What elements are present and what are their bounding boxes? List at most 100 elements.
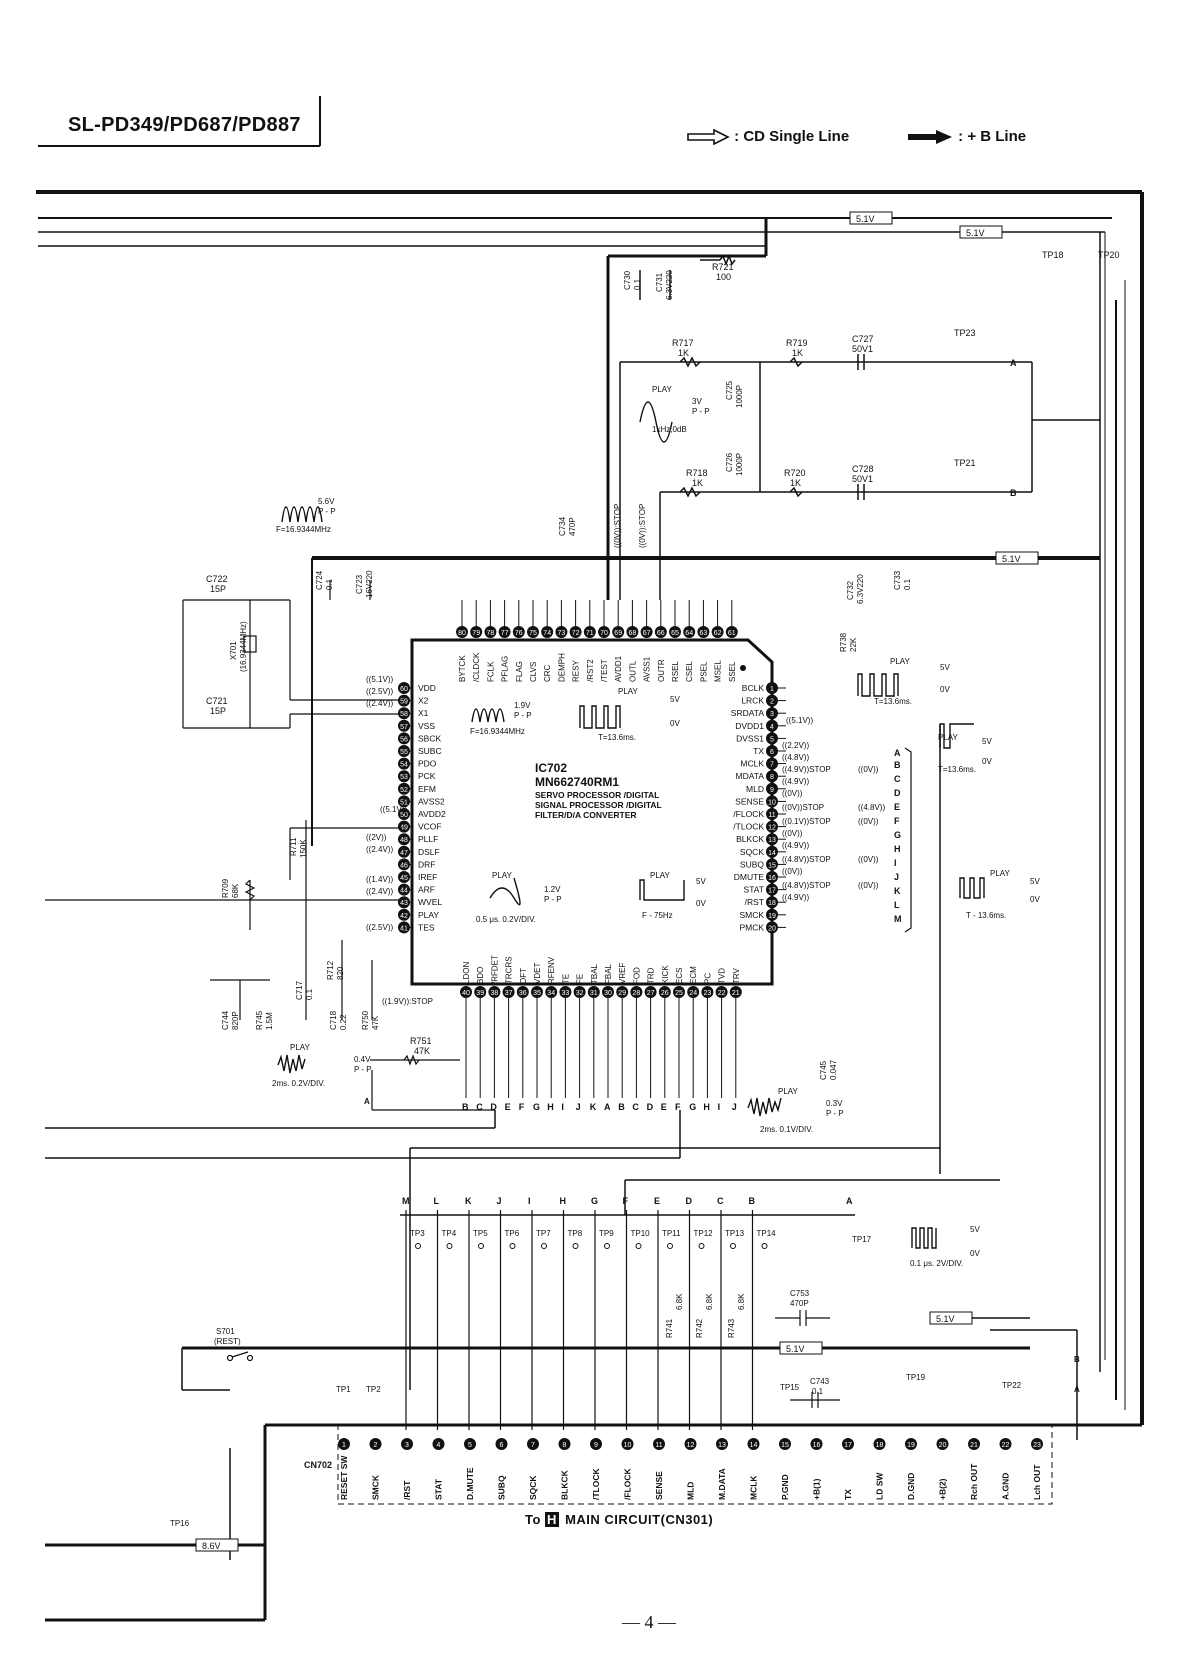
svg-text:((0V))STOP: ((0V))STOP bbox=[782, 803, 824, 812]
right-voltage-tags: ((5.1V)) ((2.2V)) ((4.8V)) ((4.9V))STOP … bbox=[782, 716, 885, 902]
svg-text:SERVO PROCESSOR /DIGITAL: SERVO PROCESSOR /DIGITAL bbox=[535, 790, 659, 800]
left-pin-label: EFM bbox=[418, 784, 436, 794]
svg-text:C726: C726 bbox=[725, 452, 734, 472]
svg-text:FILTER/D/A CONVERTER: FILTER/D/A CONVERTER bbox=[535, 810, 637, 820]
left-pin-label: SUBC bbox=[418, 746, 442, 756]
bottom-pin-number: 40 bbox=[462, 990, 470, 997]
svg-text:((4.9V)): ((4.9V)) bbox=[782, 893, 809, 902]
left-pin-marker bbox=[398, 694, 410, 707]
svg-text:5.1V: 5.1V bbox=[936, 1314, 955, 1324]
mid-bus-letter: D bbox=[686, 1196, 693, 1206]
solid-arrow-icon bbox=[908, 130, 952, 145]
svg-text:TP16: TP16 bbox=[170, 1519, 190, 1528]
cn-pin-label: /RST bbox=[402, 1480, 412, 1500]
bottom-pin-marker bbox=[644, 986, 657, 998]
top-pin-marker bbox=[725, 626, 738, 638]
right-pin-label: PMCK bbox=[739, 922, 764, 932]
svg-text:5V: 5V bbox=[970, 1225, 980, 1234]
top-pin-marker bbox=[512, 626, 525, 638]
lower-labels: C753 470P TP15 C743 0.1 TP19 TP22 S701 (… bbox=[170, 1097, 1080, 1528]
cn-pin-label: SQCK bbox=[528, 1475, 538, 1500]
bottom-pin-marker bbox=[602, 986, 614, 998]
svg-text:((4.8V)): ((4.8V)) bbox=[858, 803, 885, 812]
svg-text:470P: 470P bbox=[568, 517, 577, 536]
left-pin-number: 55 bbox=[400, 749, 408, 756]
svg-text:P - P: P - P bbox=[318, 507, 336, 516]
svg-text:PLAY: PLAY bbox=[890, 657, 911, 666]
left-pin-marker bbox=[398, 719, 410, 732]
svg-text:100: 100 bbox=[716, 272, 731, 282]
svg-text:((4.9V)): ((4.9V)) bbox=[782, 777, 809, 786]
cn-pin-label: MLD bbox=[686, 1482, 696, 1500]
svg-text:TP19: TP19 bbox=[906, 1373, 926, 1382]
bottom-pin-number: 32 bbox=[576, 990, 584, 997]
cn-pin-marker bbox=[653, 1438, 665, 1450]
right-pin-marker bbox=[766, 908, 778, 921]
svg-text:C718: C718 bbox=[329, 1010, 338, 1030]
cn-pin-number: 2 bbox=[374, 1442, 378, 1449]
svg-text:((0V)): ((0V)) bbox=[858, 765, 879, 774]
left-pin-number: 60 bbox=[400, 686, 408, 693]
right-pin-marker bbox=[766, 921, 778, 934]
testpoint-marker bbox=[604, 1243, 610, 1249]
svg-text:((4.8V)): ((4.8V)) bbox=[782, 753, 809, 762]
testpoint-marker bbox=[572, 1243, 579, 1249]
cn-pin-label: D.GND bbox=[906, 1473, 916, 1500]
mid-bus-letter: G bbox=[591, 1196, 598, 1206]
cn-pin-label: SUBQ bbox=[497, 1475, 507, 1500]
svg-text:C753: C753 bbox=[790, 1289, 810, 1298]
right-pin-label: TX bbox=[753, 746, 764, 756]
cn-pin-number: 18 bbox=[876, 1442, 884, 1449]
mid-bus-letter: A bbox=[846, 1196, 853, 1206]
right-pin-number: 6 bbox=[770, 749, 774, 756]
cn-pin-number: 5 bbox=[468, 1442, 472, 1449]
right-pin-marker bbox=[766, 719, 778, 732]
waveforms bbox=[277, 401, 985, 1249]
top-pin-label: AVDD1 bbox=[614, 655, 623, 682]
svg-text:5.1V: 5.1V bbox=[786, 1344, 805, 1354]
svg-text:5V: 5V bbox=[696, 877, 706, 886]
right-pin-number: 16 bbox=[768, 875, 776, 882]
svg-text:F=16.9344MHz: F=16.9344MHz bbox=[276, 525, 331, 534]
svg-text:((5.1V)): ((5.1V)) bbox=[380, 805, 407, 814]
bottom-pin-marker bbox=[460, 986, 472, 998]
svg-text:5V: 5V bbox=[1030, 877, 1040, 886]
legend-b-label: : + B Line bbox=[958, 128, 1027, 145]
svg-text:C722: C722 bbox=[206, 574, 228, 584]
top-pin-marker bbox=[583, 626, 596, 638]
cn-pin-label: BLKCK bbox=[560, 1469, 570, 1500]
bottom-pin-number: 26 bbox=[661, 990, 669, 997]
left-pin-label: IREF bbox=[418, 872, 437, 882]
right-pin-label: BLKCK bbox=[736, 834, 764, 844]
top-pin-marker bbox=[569, 626, 582, 638]
svg-text:47K: 47K bbox=[371, 1015, 380, 1030]
bottom-pin-marker bbox=[502, 986, 515, 998]
bottom-pin-marker bbox=[729, 986, 742, 998]
svg-text:((1.4V)): ((1.4V)) bbox=[366, 875, 393, 884]
left-pin-number: 51 bbox=[400, 799, 408, 806]
bottom-pin-number: 22 bbox=[718, 990, 726, 997]
svg-text:((2.4V)): ((2.4V)) bbox=[366, 699, 393, 708]
bottom-pin-number: 35 bbox=[533, 990, 541, 997]
cn-pin-number: 9 bbox=[594, 1442, 598, 1449]
right-pin-number: 7 bbox=[770, 762, 774, 769]
bus-letter: C bbox=[476, 1102, 483, 1112]
left-pin-number: 57 bbox=[400, 724, 408, 731]
bus-letter: J bbox=[576, 1102, 581, 1112]
top-pin-label: MSEL bbox=[714, 660, 723, 682]
svg-text:((5.1V)): ((5.1V)) bbox=[366, 675, 393, 684]
cn-pin-label: STAT bbox=[434, 1478, 444, 1500]
left-pin-number: 47 bbox=[400, 850, 408, 857]
svg-text:0V: 0V bbox=[940, 685, 950, 694]
bus-letter: B bbox=[462, 1102, 469, 1112]
top-pin-number: 76 bbox=[515, 630, 523, 637]
r751-label: R751 47K bbox=[410, 1036, 432, 1056]
mid-bus-letter: F bbox=[623, 1196, 629, 1206]
cn-pin-number: 6 bbox=[500, 1442, 504, 1449]
bus-letter: E bbox=[661, 1102, 667, 1112]
top-pin-number: 64 bbox=[685, 630, 693, 637]
testpoint-label: TP12 bbox=[694, 1229, 714, 1238]
cn-pin-marker bbox=[873, 1438, 886, 1450]
svg-text:150K: 150K bbox=[299, 839, 308, 858]
